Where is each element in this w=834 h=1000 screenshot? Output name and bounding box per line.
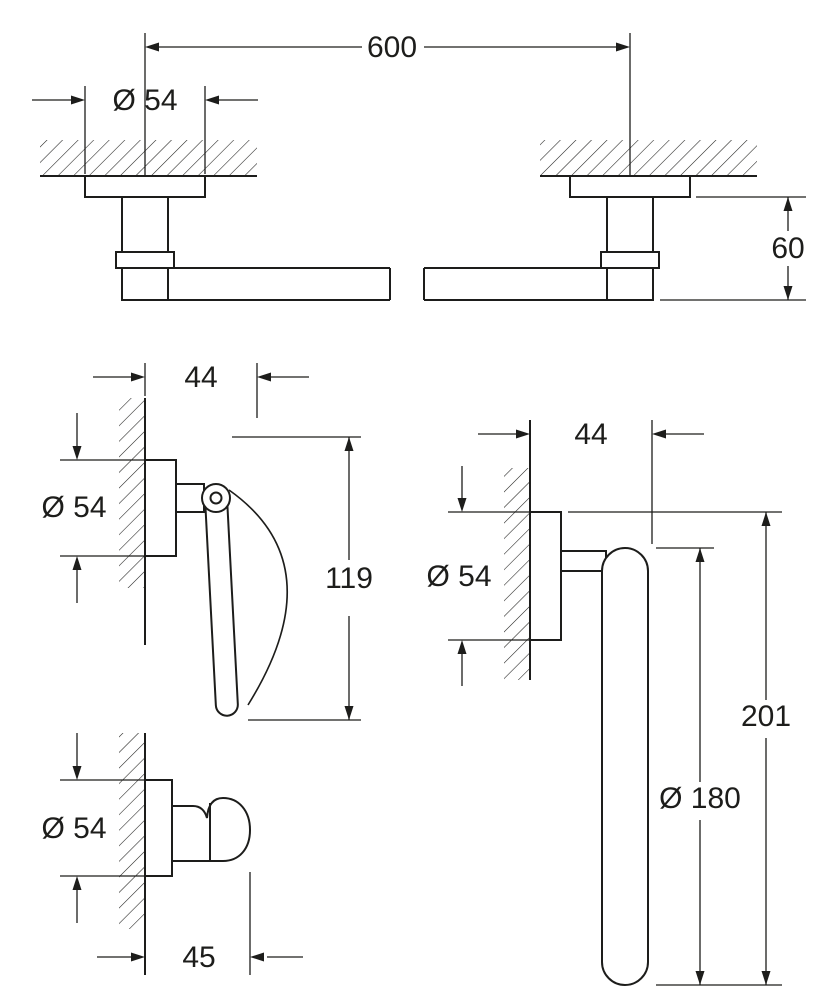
arrowhead-right [131,952,145,962]
dim-label-flange: Ø 54 [426,560,491,593]
arrowhead-right [516,429,530,439]
flange-left [84,175,206,198]
mount-plate [144,459,177,557]
dim-flange-54: Ø 54 [41,733,150,923]
dim-depth-44: 44 [93,361,309,418]
dim-label-45: 45 [182,941,215,974]
dim-label-60: 60 [771,232,804,265]
dim-length-600: 600 [144,31,631,176]
view-towel-ring: 44 Ø 54 201 Ø 1 [426,418,791,986]
arrowhead-down [695,971,705,985]
dim-label-flange: Ø 54 [41,491,106,524]
dim-projection-45: 45 [97,872,303,975]
post-left [121,196,169,301]
arrowhead-down [783,286,793,300]
arrowhead-left [257,372,271,382]
arrowhead-up [783,197,793,211]
arrowhead-left [652,429,666,439]
wall-hatch [119,733,145,929]
arrowhead-down [457,498,467,512]
dim-label-flange: Ø 54 [112,84,177,117]
dim-label-201: 201 [741,700,791,733]
dim-label-flange: Ø 54 [41,812,106,845]
wall-hatch [119,398,145,588]
spring-wire [228,489,288,706]
dim-label-119: 119 [325,562,373,595]
arrowhead-down [72,766,82,780]
arrowhead-up [695,548,705,562]
arrowhead-right [131,372,145,382]
view-towel-bar: 600 Ø 54 60 [32,31,806,301]
mount-plate [144,779,173,877]
arrowhead-up [761,512,771,526]
bar-left-segment [168,267,391,301]
arrowhead-down [72,446,82,460]
dim-height-201: 201 [568,511,791,986]
collar-right [600,251,660,269]
arrowhead-up [72,556,82,570]
mount-plate [529,511,562,641]
arrowhead-up [72,876,82,890]
dim-label-44: 44 [184,361,217,394]
arrowhead-down [761,971,771,985]
view-robe-hook: Ø 54 45 [41,733,303,975]
pivot-stub [175,483,205,513]
collar-left [115,251,175,269]
ring-stem [560,550,607,572]
roller-arm [204,488,239,717]
flange-right [569,175,691,198]
arrowhead-right [71,95,85,105]
arrowhead-up [457,640,467,654]
bar-right-segment [423,267,607,301]
dim-flange-54: Ø 54 [32,84,258,174]
arrowhead-left [205,95,219,105]
view-paper-holder: 44 Ø 54 119 [41,361,373,721]
dim-flange-54: Ø 54 [426,466,534,686]
dim-flange-54: Ø 54 [41,413,150,603]
dim-height-119: 119 [232,436,373,721]
dim-ring-180: Ø 180 [656,547,741,985]
post-right [606,196,654,301]
dim-label-44: 44 [574,418,607,451]
dim-depth-60: 60 [660,196,806,301]
dim-label-600: 600 [367,31,417,64]
arrowhead-left [250,952,264,962]
ring [601,547,649,986]
wall-hatch-right [540,140,757,176]
wall-hatch [504,468,530,680]
arrowhead-down [344,706,354,720]
pivot-axis [209,491,223,505]
arrowhead-up [344,437,354,451]
arrowhead-left [145,42,159,52]
dim-depth-44: 44 [478,418,704,544]
wall-hatch-left [40,140,257,176]
arrowhead-right [616,42,630,52]
dim-label-ring: Ø 180 [659,782,741,815]
